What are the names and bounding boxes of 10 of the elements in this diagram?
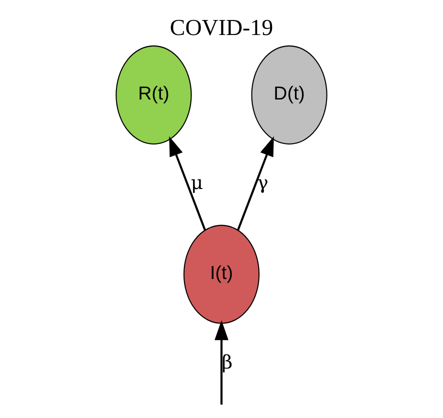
node-ellipse: D(t) [251, 45, 328, 144]
arrow [237, 136, 274, 230]
node-ellipse: I(t) [183, 224, 260, 324]
node-ellipse: R(t) [116, 45, 192, 144]
edge-label: μ [190, 173, 204, 194]
arrow [169, 136, 206, 230]
edge-label: γ [257, 173, 268, 194]
arrow [214, 320, 228, 405]
edge-label: β [222, 352, 233, 374]
diagram-title: COVID-19 [170, 15, 274, 40]
